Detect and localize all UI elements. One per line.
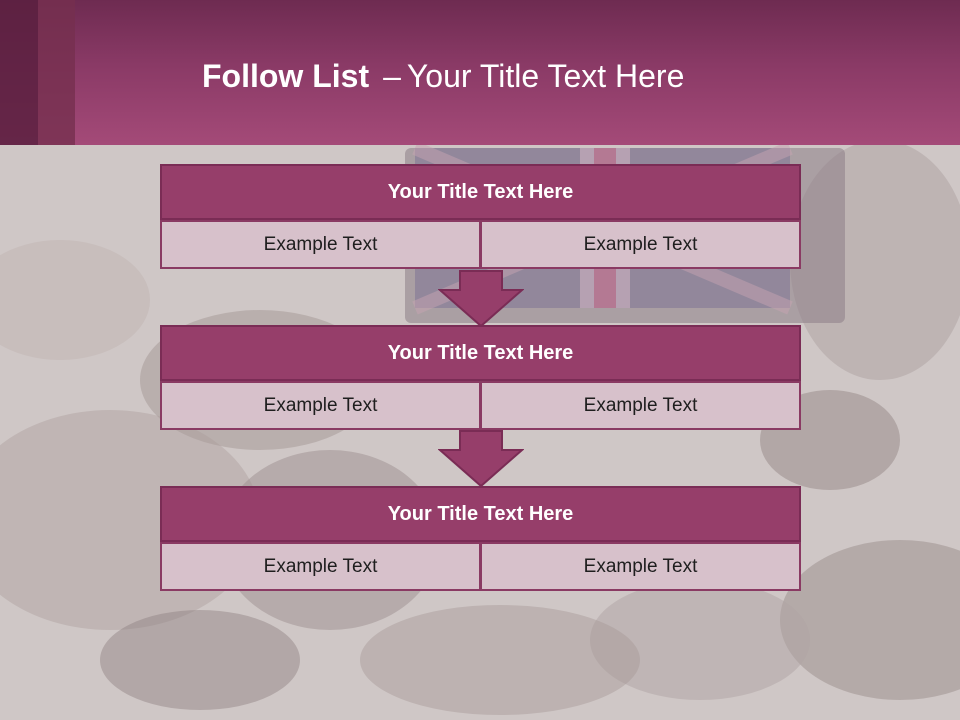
down-arrow-icon	[438, 270, 524, 328]
block-title: Your Title Text Here	[160, 325, 801, 381]
slide-title: Follow List–Your Title Text Here	[202, 56, 684, 96]
block-row: Example Text Example Text	[160, 542, 801, 591]
block-cell-left: Example Text	[160, 381, 481, 430]
slide-header: Follow List–Your Title Text Here	[0, 0, 960, 145]
slide-title-bold: Follow List	[202, 58, 370, 94]
block-row: Example Text Example Text	[160, 381, 801, 430]
block-cell-right: Example Text	[481, 381, 801, 430]
header-accent-strip	[0, 0, 38, 145]
header-accent-strip	[38, 0, 75, 145]
block-row: Example Text Example Text	[160, 220, 801, 269]
follow-list-block: Your Title Text Here Example Text Exampl…	[160, 325, 801, 430]
follow-list-block: Your Title Text Here Example Text Exampl…	[160, 164, 801, 269]
block-title: Your Title Text Here	[160, 164, 801, 220]
block-cell-left: Example Text	[160, 542, 481, 591]
slide-title-separator: –	[383, 58, 401, 94]
block-cell-right: Example Text	[481, 220, 801, 269]
slide-title-rest: Your Title Text Here	[406, 58, 685, 94]
down-arrow-icon	[438, 430, 524, 488]
block-cell-right: Example Text	[481, 542, 801, 591]
block-cell-left: Example Text	[160, 220, 481, 269]
block-title: Your Title Text Here	[160, 486, 801, 542]
follow-list-block: Your Title Text Here Example Text Exampl…	[160, 486, 801, 591]
